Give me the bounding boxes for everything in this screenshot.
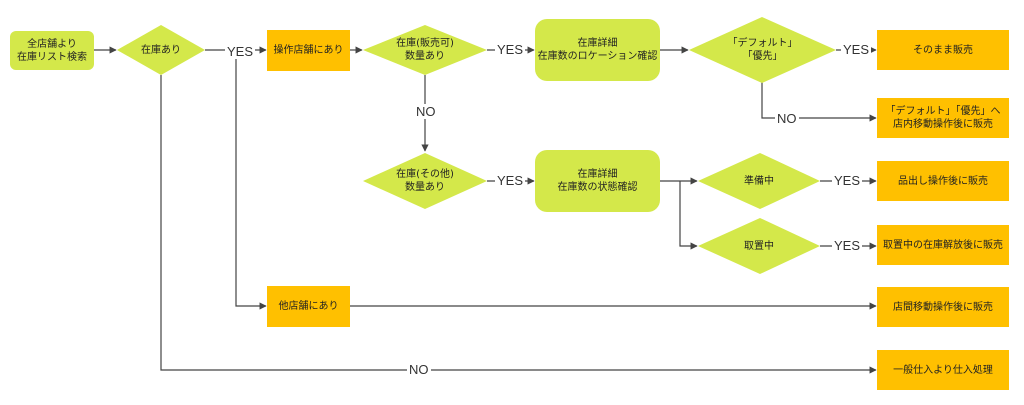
edge-label-prep-yes: YES <box>832 173 863 188</box>
edge-label-stock-no: NO <box>407 362 431 377</box>
edge-stock-no-to-purchase <box>160 75 877 374</box>
label-pick-sell: 品出し操作後に販売 <box>898 175 988 187</box>
label-release-sell: 取置中の在庫解放後に販売 <box>883 239 1003 251</box>
node-d-sellable <box>363 25 487 75</box>
node-d-hold <box>698 218 820 274</box>
edge-label-sellable-yes: YES <box>495 42 526 57</box>
node-d-default <box>689 17 836 83</box>
edge-label-default-yes: YES <box>841 42 872 57</box>
edge-label-other-yes: YES <box>495 173 526 188</box>
edge-label-sellable-no: NO <box>414 104 438 119</box>
label-purchase: 一般仕入より仕入処理 <box>893 364 993 376</box>
node-d-other <box>363 153 487 209</box>
edge-stock-yes-to-otherstore <box>235 50 267 310</box>
node-d-stock <box>117 25 205 75</box>
label-start: 全店舗より 在庫リスト検索 <box>17 38 87 63</box>
edge-label-hold-yes: YES <box>832 238 863 253</box>
edge-default-no-to-move <box>761 75 877 122</box>
node-transfer-sell <box>877 287 1009 327</box>
label-detail-loc: 在庫詳細 在庫数のロケーション確認 <box>537 38 658 62</box>
node-detail-state <box>535 150 660 212</box>
node-op-store <box>267 30 350 71</box>
label-d-default: 「デフォルト」 「優先」 <box>727 38 798 62</box>
label-d-sellable: 在庫(販売可) 数量あり <box>396 38 454 62</box>
label-d-other: 在庫(その他) 数量あり <box>396 169 454 193</box>
label-sell-asis: そのまま販売 <box>913 44 973 56</box>
node-other-store <box>267 286 350 327</box>
label-transfer-sell: 店間移動操作後に販売 <box>893 301 993 313</box>
node-sell-asis <box>877 30 1009 70</box>
label-d-stock: 在庫あり <box>141 44 181 56</box>
label-move-sell: 「デフォルト」「優先」へ 店内移動操作後に販売 <box>885 106 1001 130</box>
label-d-hold: 取置中 <box>744 240 774 252</box>
edge-label-default-no: NO <box>775 111 799 126</box>
connectors <box>94 46 877 374</box>
node-pick-sell <box>877 161 1009 201</box>
label-d-prep: 準備中 <box>744 175 774 187</box>
node-d-prep <box>698 153 820 209</box>
label-other-store: 他店舗にあり <box>278 301 339 312</box>
edge-label-stock-yes: YES <box>225 44 256 59</box>
label-op-store: 操作店舗にあり <box>273 45 344 56</box>
label-detail-state: 在庫詳細 在庫数の状態確認 <box>557 169 638 193</box>
node-start <box>10 31 94 70</box>
node-move-sell <box>877 98 1009 138</box>
node-release-sell <box>877 225 1009 265</box>
edge-state-to-hold <box>679 181 698 250</box>
node-detail-loc <box>535 19 660 81</box>
node-purchase <box>877 350 1009 390</box>
